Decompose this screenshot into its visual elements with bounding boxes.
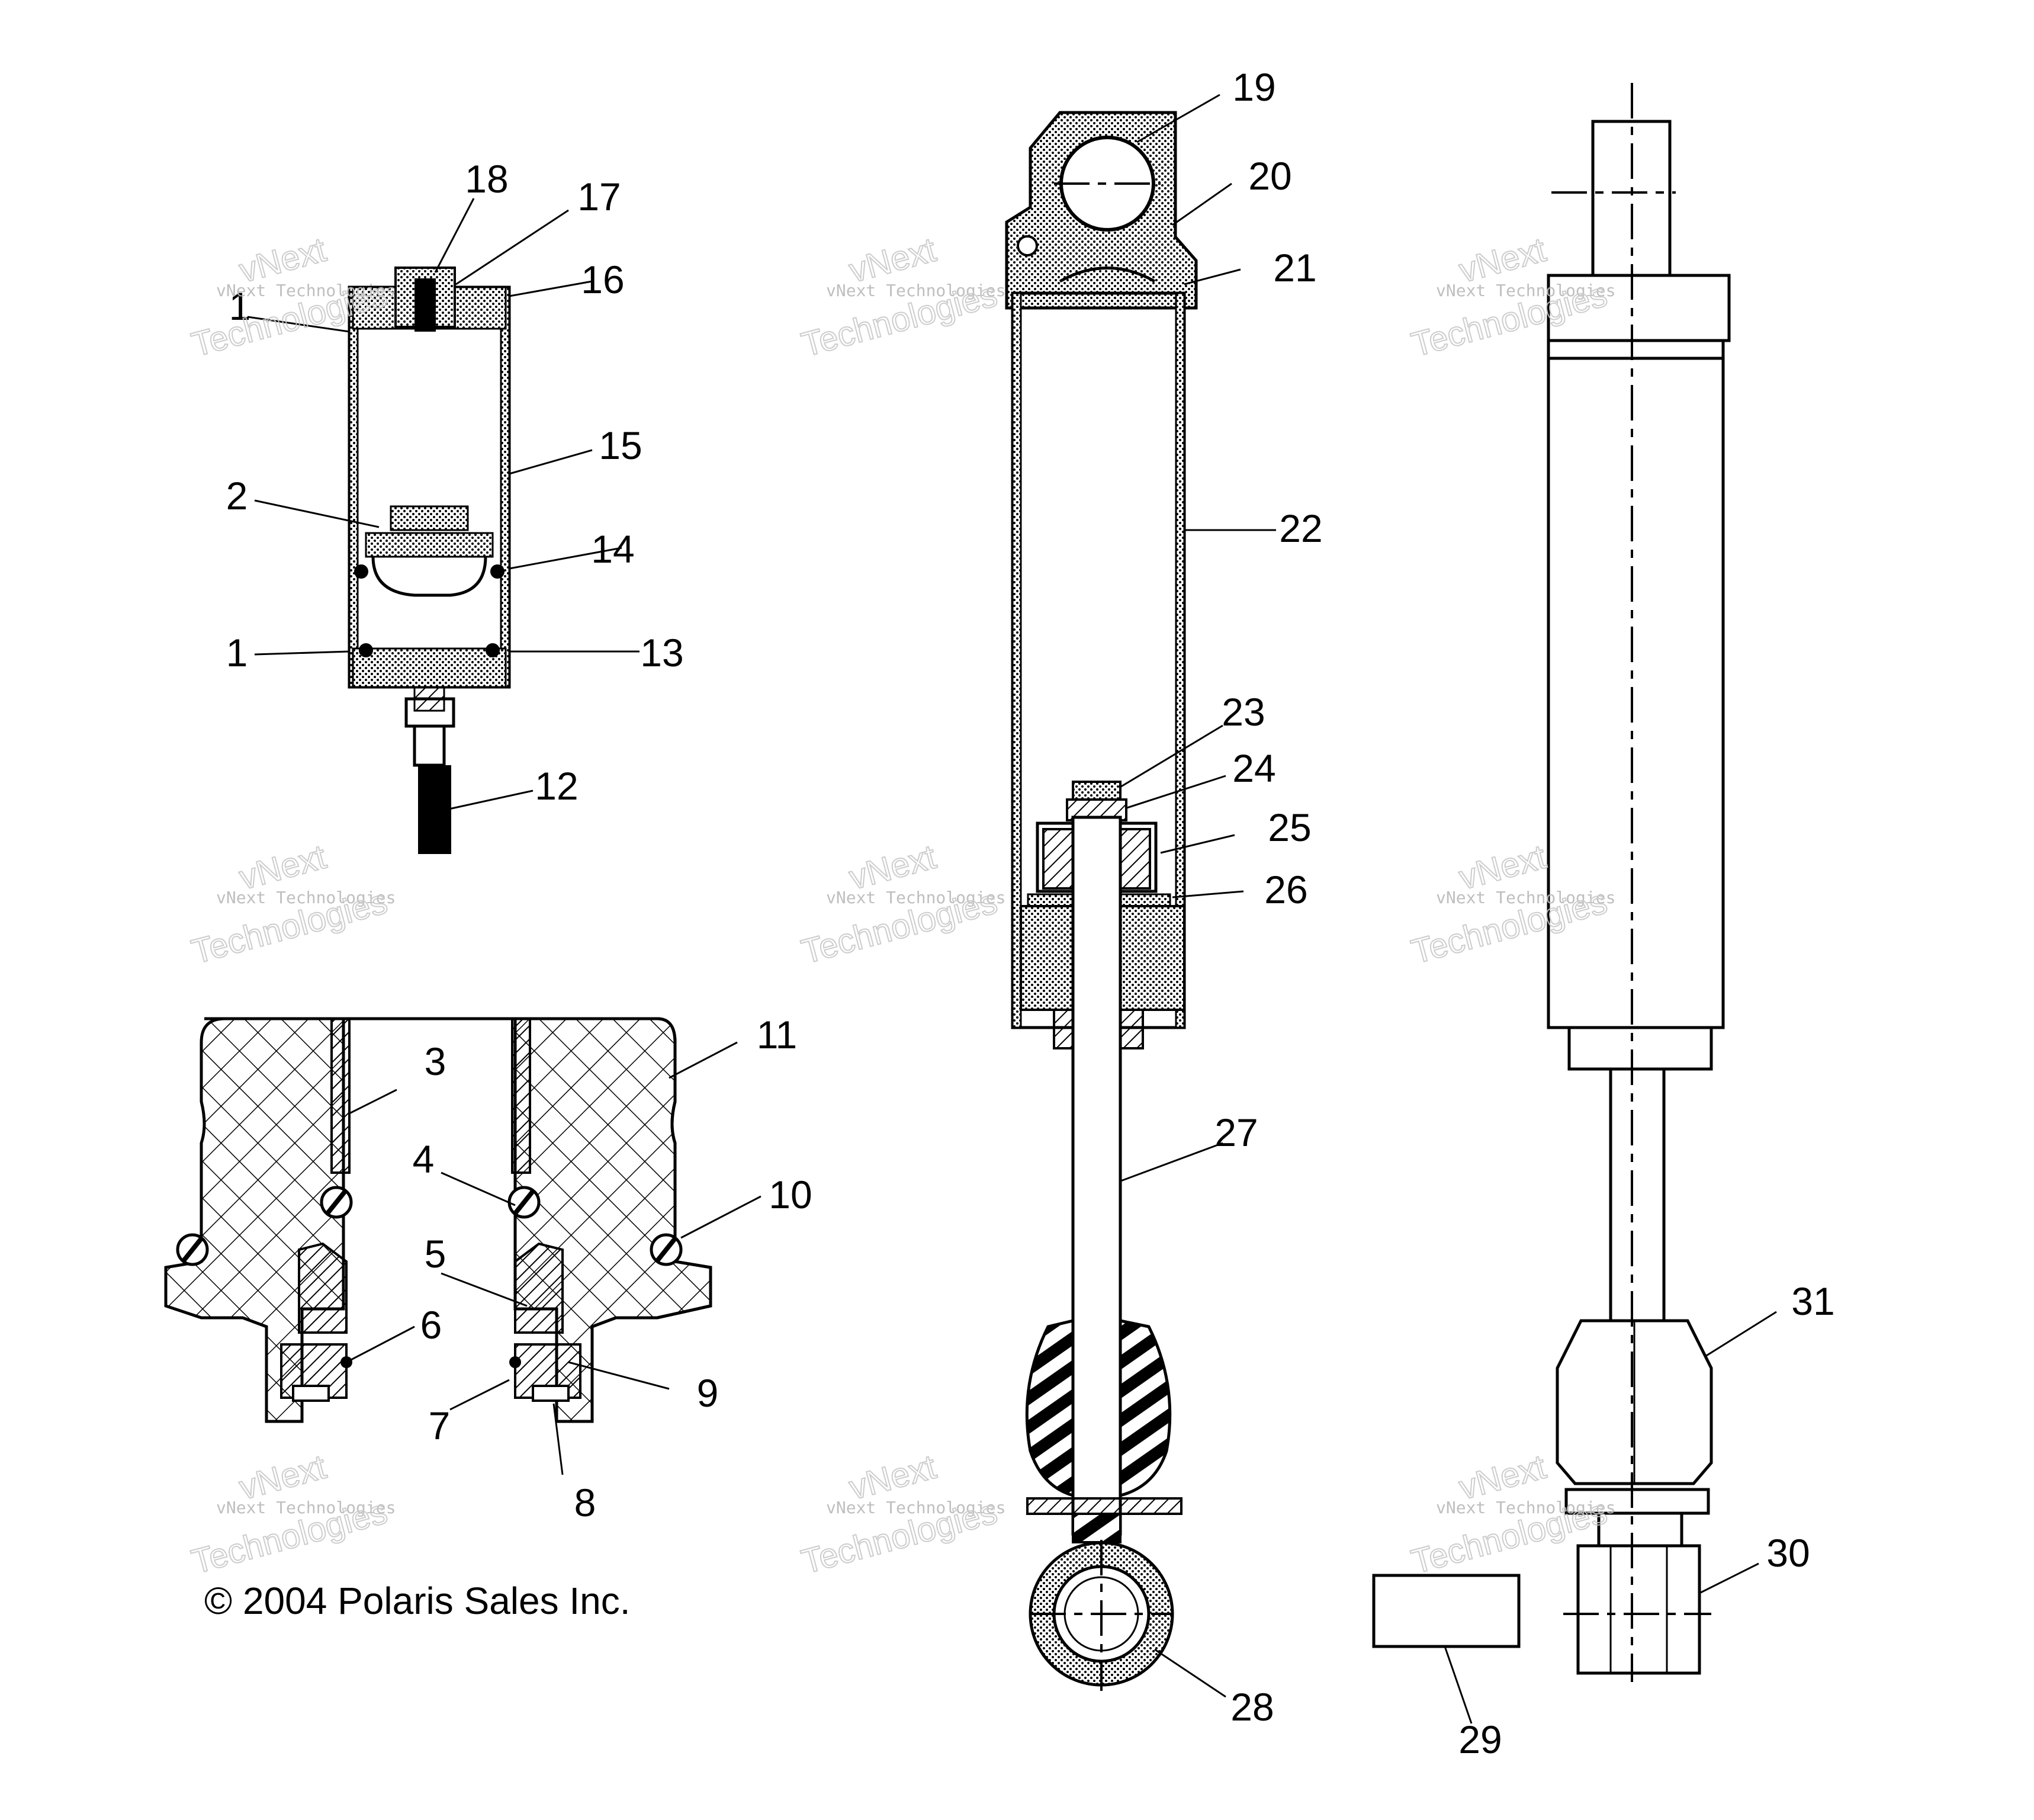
callout-31: 31 (1791, 1279, 1834, 1323)
callout-10: 10 (769, 1173, 812, 1216)
callout-18: 18 (465, 157, 508, 201)
watermark-small: vNext Technologies (826, 281, 1005, 300)
leader-lines (247, 94, 1777, 1724)
callout-11: 11 (757, 1013, 798, 1057)
watermark-small: vNext Technologies (826, 888, 1005, 907)
callout-20: 20 (1248, 154, 1291, 198)
callout-30: 30 (1766, 1531, 1810, 1575)
callout-17: 17 (577, 175, 621, 219)
callout-7: 7 (429, 1404, 451, 1447)
watermarks: vNext Technologies vNext Technologies vN… (187, 230, 1616, 1582)
callout-6: 6 (420, 1303, 442, 1347)
callout-1-top: 1 (229, 284, 251, 328)
callout-4: 4 (413, 1137, 435, 1181)
callout-5: 5 (425, 1232, 446, 1276)
callout-21: 21 (1273, 246, 1316, 290)
callout-24: 24 (1232, 746, 1275, 790)
callout-29: 29 (1458, 1718, 1502, 1761)
callout-16: 16 (581, 258, 624, 301)
callout-26: 26 (1264, 868, 1307, 911)
callout-22: 22 (1279, 506, 1322, 550)
callout-23: 23 (1222, 690, 1265, 734)
callout-9: 9 (697, 1371, 719, 1415)
seal-head-detail (164, 1017, 712, 1423)
copyright-notice: © 2004 Polaris Sales Inc. (204, 1580, 631, 1622)
watermark-small: vNext Technologies (826, 1498, 1005, 1517)
callout-15: 15 (599, 423, 642, 467)
callout-2: 2 (226, 474, 248, 518)
callout-27: 27 (1214, 1110, 1258, 1154)
callout-28: 28 (1230, 1685, 1274, 1729)
shock-exterior-view (1372, 83, 1731, 1682)
watermark-small: vNext Technologies (1436, 888, 1615, 907)
watermark-small: vNext Technologies (1436, 281, 1615, 300)
callout-14: 14 (591, 527, 634, 571)
watermark-small: vNext Technologies (216, 1498, 396, 1517)
watermark-small: vNext Technologies (1436, 1498, 1615, 1517)
watermark-small: vNext Technologies (216, 888, 396, 907)
reservoir-assembly (348, 267, 511, 854)
callout-3: 3 (425, 1039, 446, 1083)
callout-19: 19 (1232, 65, 1275, 109)
shock-body-cross-section (1005, 111, 1198, 1691)
callout-25: 25 (1268, 805, 1311, 849)
callout-13: 13 (640, 631, 683, 675)
callout-labels: 1 1 2 3 4 5 6 7 8 9 10 11 12 13 14 15 16… (226, 65, 1835, 1761)
callout-1-bottom: 1 (226, 631, 248, 675)
watermark-small: vNext Technologies (216, 281, 396, 300)
callout-8: 8 (574, 1481, 596, 1524)
callout-12: 12 (535, 764, 578, 808)
